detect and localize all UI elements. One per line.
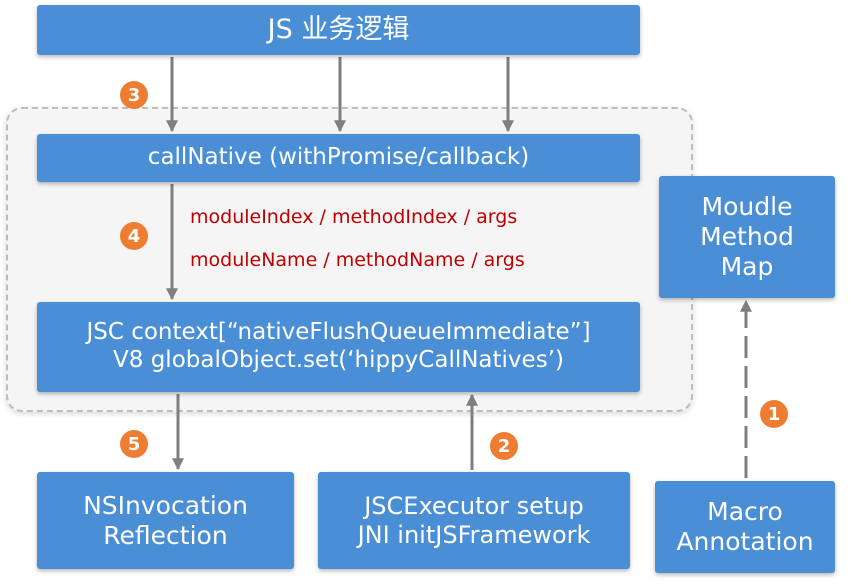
module-method-map-line3: Map [720,252,774,281]
macro-line: Macro [707,497,783,526]
jsc-v8-bridge-box: JSC context[“nativeFlushQueueImmediate”]… [37,302,640,392]
module-method-map-line2: Method [700,222,794,251]
js-business-logic-label: JS 业务逻辑 [267,13,410,45]
nsinvocation-reflection-box: NSInvocation Reflection [37,472,294,569]
v8-global-object-label: V8 globalObject.set(‘hippyCallNatives’) [113,347,564,373]
macro-annotation-box: Macro Annotation [655,481,835,573]
reflection-line: Reflection [103,520,228,550]
nsinvocation-line: NSInvocation [83,490,248,520]
module-name-params: moduleName / methodName / args [190,249,525,271]
jscexecutor-setup-line: JSCExecutor setup [364,491,584,520]
js-business-logic-box: JS 业务逻辑 [37,5,640,55]
step-badge-3: 3 [120,81,148,109]
module-index-params: moduleIndex / methodIndex / args [190,206,518,228]
step-badge-5: 5 [120,430,148,458]
module-method-map-line1: Moudle [701,192,793,221]
step-badge-4: 4 [120,222,148,250]
jni-init-line: JNI initJSFramework [357,520,591,549]
module-method-map-box: Moudle Method Map [659,176,835,298]
jsc-context-label: JSC context[“nativeFlushQueueImmediate”] [86,319,591,346]
step-badge-2: 2 [490,432,518,460]
annotation-line: Annotation [676,527,814,556]
call-native-label: callNative (withPromise/callback) [147,144,530,171]
jscexecutor-jni-box: JSCExecutor setup JNI initJSFramework [318,472,630,569]
call-native-box: callNative (withPromise/callback) [37,134,640,182]
step-badge-1: 1 [760,400,788,428]
